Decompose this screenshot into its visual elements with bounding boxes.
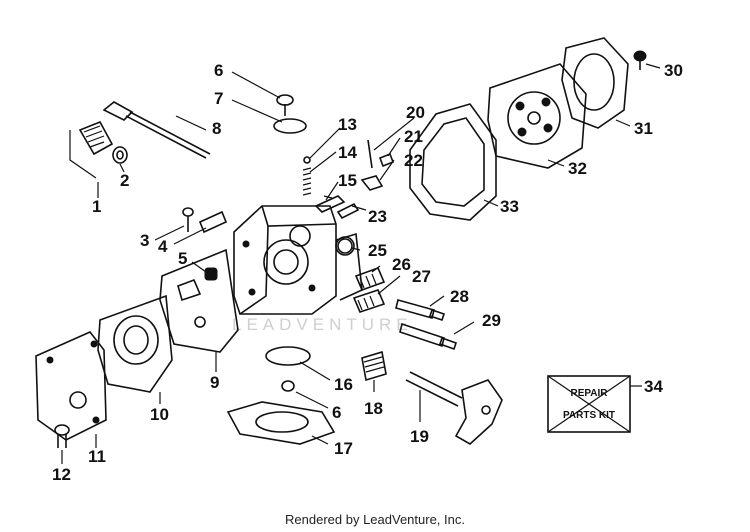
footer-credit: Rendered by LeadVenture, Inc. bbox=[285, 512, 465, 527]
part-17-drawing bbox=[226, 401, 336, 445]
callout-6-bottom: 6 bbox=[332, 403, 341, 422]
callout-8: 8 bbox=[212, 119, 221, 138]
callout-10: 10 bbox=[150, 405, 169, 424]
part-13-14-drawing bbox=[302, 156, 312, 196]
carburetor-body-drawing bbox=[233, 205, 363, 315]
part-8-drawing bbox=[102, 101, 211, 159]
callout-34: 34 bbox=[644, 377, 663, 396]
part-33-drawing bbox=[409, 103, 497, 221]
callout-30: 30 bbox=[664, 61, 683, 80]
part-2-drawing bbox=[112, 146, 128, 164]
part-26-29-drawing bbox=[352, 266, 458, 351]
callout-labels: 1 2 3 4 5 6 6 7 8 9 10 11 12 13 14 15 16… bbox=[52, 61, 683, 484]
callout-18: 18 bbox=[364, 399, 383, 418]
part-5-drawing bbox=[204, 267, 218, 281]
part-30-drawing bbox=[633, 50, 647, 70]
callout-26: 26 bbox=[392, 255, 411, 274]
callout-9: 9 bbox=[210, 373, 219, 392]
part-6-7-drawing bbox=[273, 94, 307, 134]
callout-29: 29 bbox=[482, 311, 501, 330]
part-1-drawing bbox=[69, 120, 114, 179]
callout-20: 20 bbox=[406, 103, 425, 122]
part-18-19-drawing bbox=[361, 350, 503, 445]
callout-16: 16 bbox=[334, 375, 353, 394]
callout-17: 17 bbox=[334, 439, 353, 458]
callout-28: 28 bbox=[450, 287, 469, 306]
part-12-drawing bbox=[54, 424, 70, 448]
callout-31: 31 bbox=[634, 119, 653, 138]
callout-19: 19 bbox=[410, 427, 429, 446]
leader-lines bbox=[61, 63, 661, 464]
callout-25: 25 bbox=[368, 241, 387, 260]
callout-3: 3 bbox=[140, 231, 149, 250]
part-23-drawing bbox=[336, 202, 360, 220]
part-32-drawing bbox=[487, 63, 587, 169]
callout-1: 1 bbox=[92, 197, 101, 216]
callout-5: 5 bbox=[178, 249, 187, 268]
callout-13: 13 bbox=[338, 115, 357, 134]
callout-4: 4 bbox=[158, 237, 168, 256]
part-9-drawing bbox=[159, 248, 239, 353]
repair-parts-kit-box: REPAIR PARTS KIT bbox=[547, 375, 631, 433]
kit-line-1: REPAIR bbox=[570, 388, 608, 399]
callout-23: 23 bbox=[368, 207, 387, 226]
part-11-drawing bbox=[35, 331, 107, 441]
callout-2: 2 bbox=[120, 171, 129, 190]
callout-6-top: 6 bbox=[214, 61, 223, 80]
part-25-drawing bbox=[335, 236, 355, 256]
callout-21: 21 bbox=[404, 127, 423, 146]
kit-line-2: PARTS KIT bbox=[563, 410, 615, 421]
part-31-drawing bbox=[561, 37, 629, 129]
callout-11: 11 bbox=[88, 447, 106, 466]
exploded-parts-diagram: LEADVENTURE bbox=[35, 37, 683, 484]
callout-22: 22 bbox=[404, 151, 423, 170]
part-6b-drawing bbox=[281, 380, 295, 392]
part-3-4-drawing bbox=[182, 207, 228, 234]
watermark: LEADVENTURE bbox=[232, 315, 413, 334]
part-16-drawing bbox=[265, 346, 311, 366]
callout-7: 7 bbox=[214, 89, 223, 108]
callout-12: 12 bbox=[52, 465, 71, 484]
callout-32: 32 bbox=[568, 159, 587, 178]
callout-27: 27 bbox=[412, 267, 431, 286]
callout-15: 15 bbox=[338, 171, 357, 190]
part-10-drawing bbox=[97, 294, 173, 393]
callout-14: 14 bbox=[338, 143, 357, 162]
part-15-drawing bbox=[314, 195, 346, 213]
callout-33: 33 bbox=[500, 197, 519, 216]
